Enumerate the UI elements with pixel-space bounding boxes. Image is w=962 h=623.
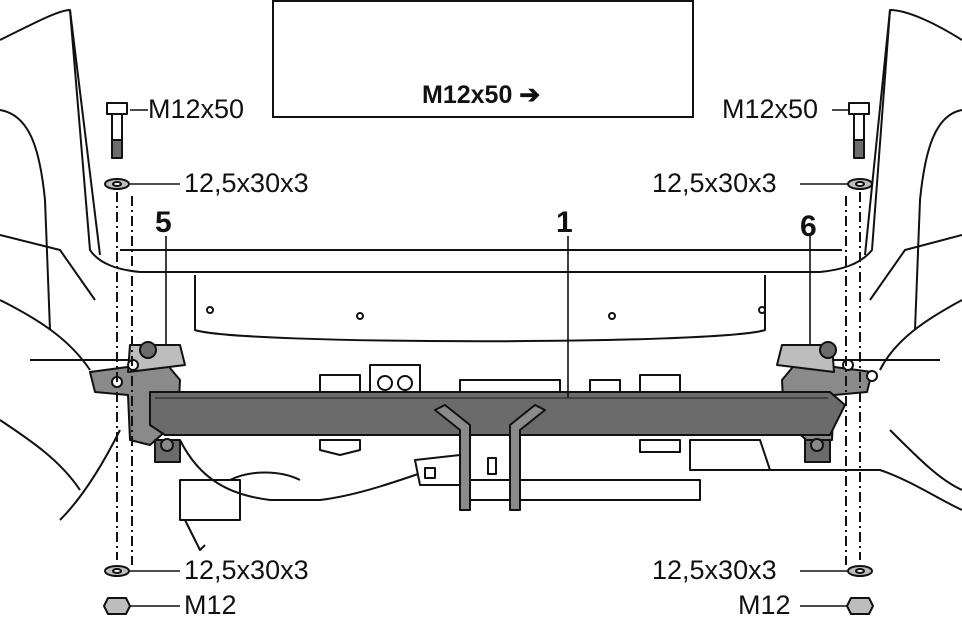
left-bolt-label: M12x50 xyxy=(148,94,245,124)
left-washer-top-label: 12,5x30x3 xyxy=(184,168,309,198)
warning-bolt-text: M12x50 ➔ xyxy=(422,81,541,109)
left-washer-bottom-label: 12,5x30x3 xyxy=(184,555,309,585)
right-washer-bottom-label: 12,5x30x3 xyxy=(652,555,777,585)
callout-part-6: 6 xyxy=(800,210,817,243)
warning-panel: M12x50 ➔ xyxy=(272,0,694,118)
right-washer-top-label: 12,5x30x3 xyxy=(652,168,777,198)
vehicle-rear xyxy=(0,9,962,551)
crossbar-1 xyxy=(149,391,846,511)
callout-part-1: 1 xyxy=(556,206,573,239)
right-nut-label: M12 xyxy=(738,590,791,620)
leader-lines xyxy=(130,109,850,607)
left-fastener-stack xyxy=(103,102,133,615)
right-bolt-label: M12x50 xyxy=(722,94,819,124)
left-nut-label: M12 xyxy=(184,590,237,620)
right-fastener-stack xyxy=(845,102,874,615)
callout-part-5: 5 xyxy=(155,206,172,239)
